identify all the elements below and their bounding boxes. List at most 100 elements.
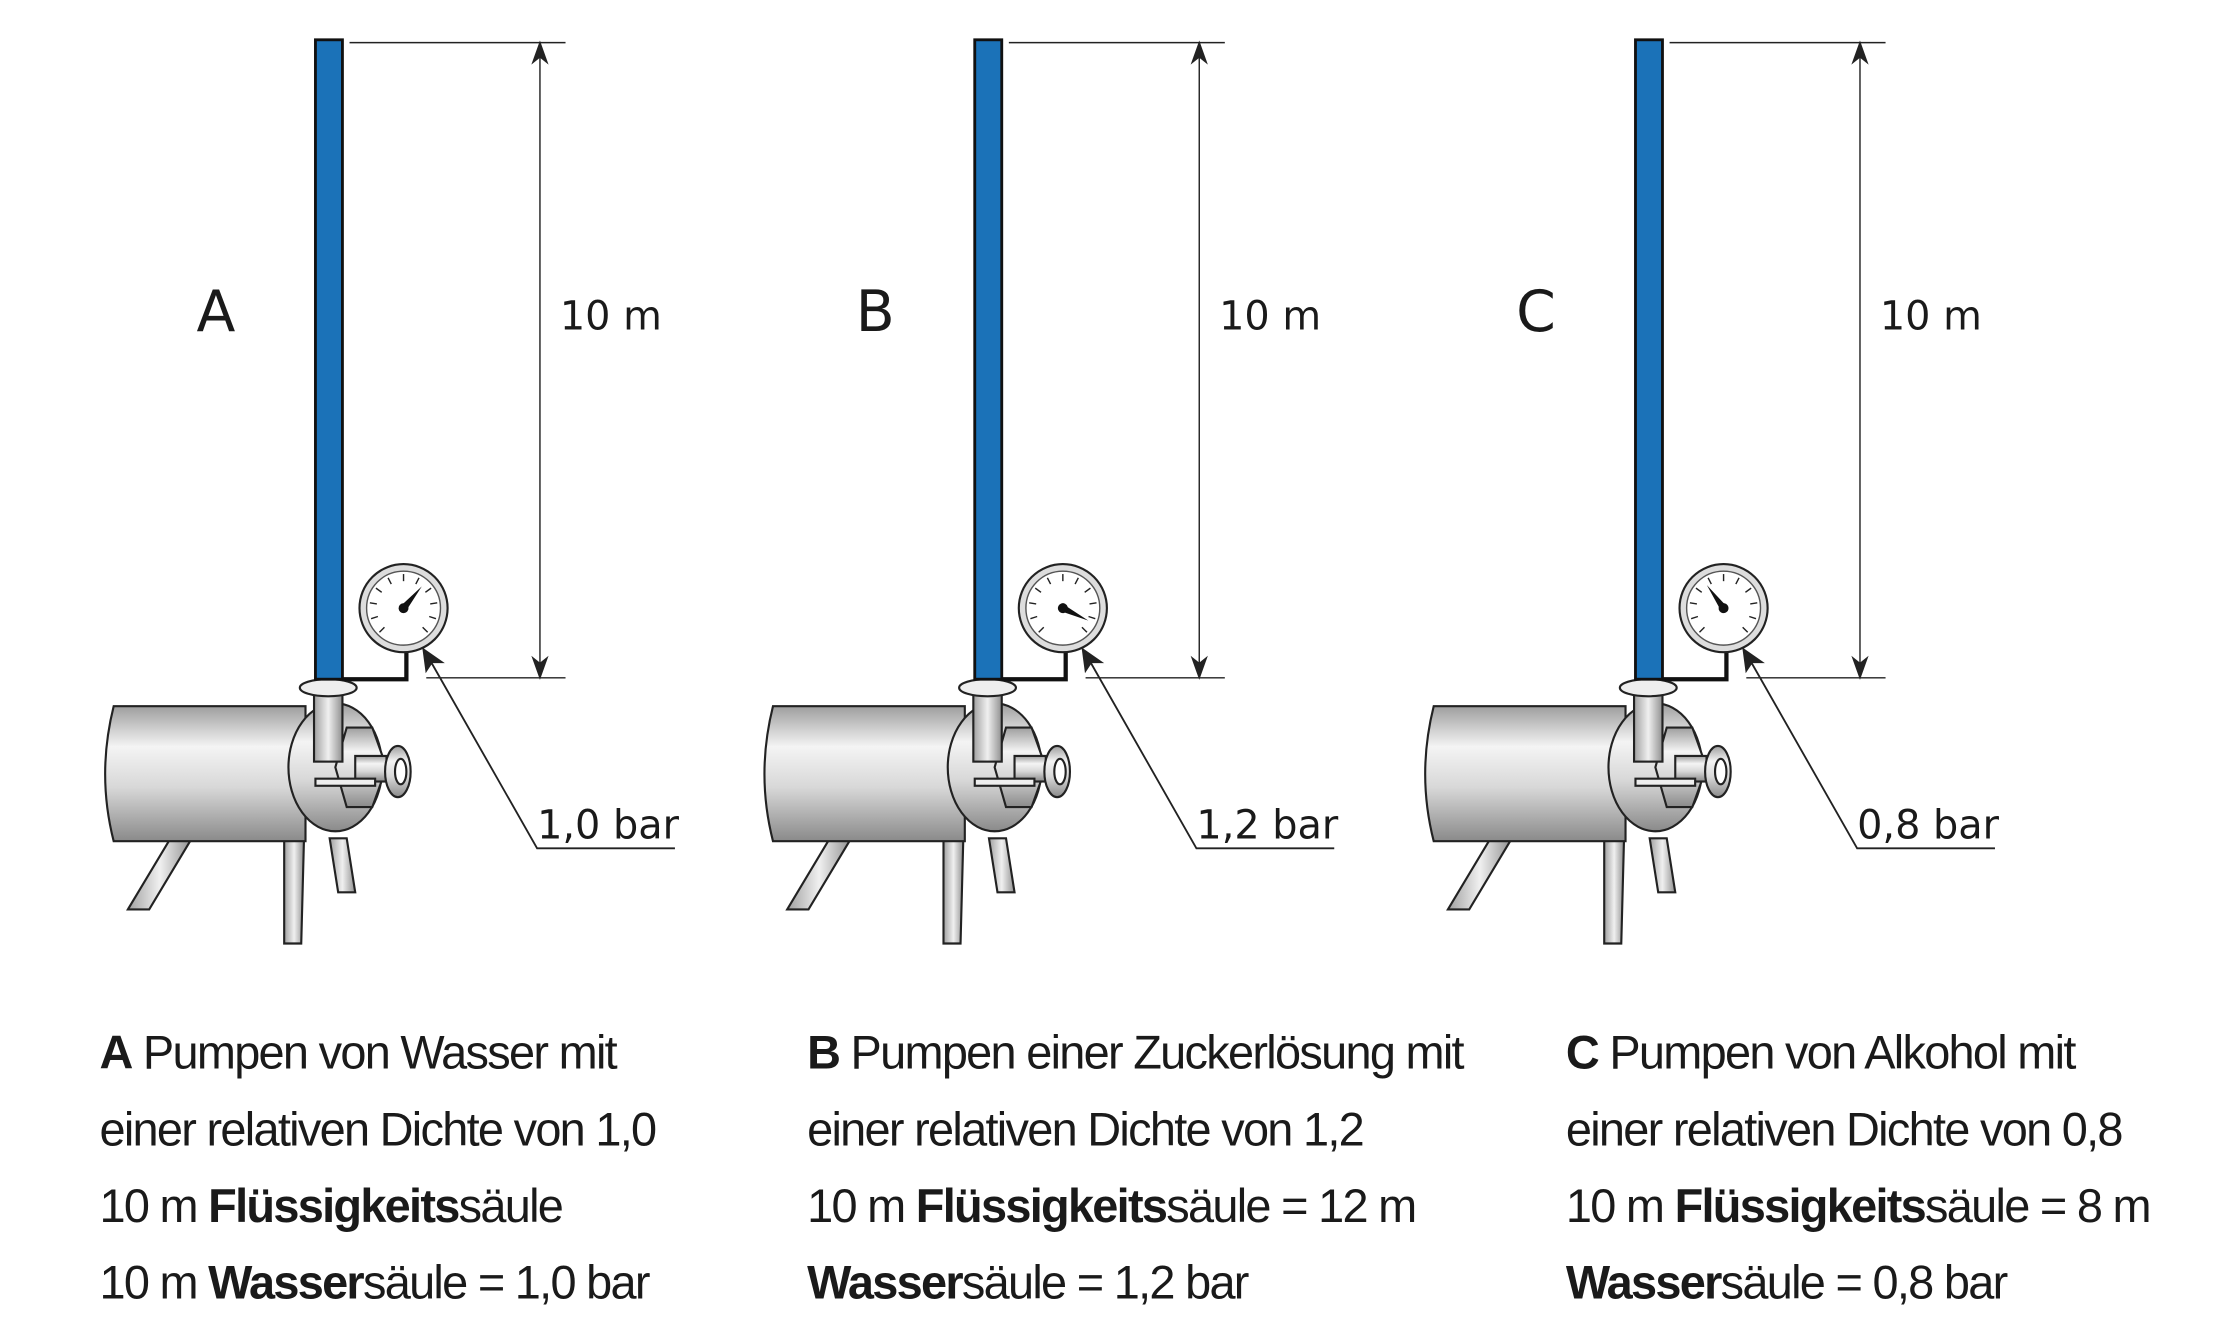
caption-segment: 10 m [1566,1180,1675,1232]
liquid-column-pipe [1634,38,1664,681]
caption-line: 10 m Wassersäule = 1,0 bar [99,1257,649,1309]
height-dimension [1669,40,1886,680]
caption-line: einer relativen Dichte von 0,8 [1566,1103,2123,1155]
pressure-label: 1,0 bar [537,802,679,848]
gauge-tick [1689,602,1698,605]
gauge-tick [369,602,377,605]
pressure-leader-line [1081,647,1335,850]
height-label: 10 m [560,294,662,340]
height-label: 10 m [1880,294,1982,340]
gauge-tick [424,587,432,593]
caption-segment: Pumpen von Alkohol mit [1598,1027,2076,1079]
caption-segment: säule = 1,2 bar [962,1257,1249,1309]
caption-line: Wassersäule = 0,8 bar [1566,1257,2008,1309]
arrow-up-icon [1851,40,1869,65]
gauge-needle [398,586,422,614]
height-dimension [349,40,566,680]
panel-letter: B [856,279,895,345]
gauge-tick [1088,615,1096,620]
caption-bold-segment: Flüssigkeits [208,1180,459,1232]
arrow-down-icon [1190,655,1208,680]
leader-arrow-icon [1742,647,1765,674]
panel-b: B 10 m 1,2 bar [763,38,1339,945]
caption-segment: säule [459,1180,563,1232]
height-dimension [1008,40,1225,680]
caption-bold-segment: Wasser [1566,1257,1722,1309]
captions: A Pumpen von Wasser mit einer relativen D… [99,1027,2151,1309]
caption-segment: einer relativen Dichte von 0,8 [1566,1103,2123,1155]
gauge-tick [1744,587,1752,593]
caption-segment: 10 m [99,1180,208,1232]
gauge-tick [1089,602,1097,605]
panel-letter: A [197,279,236,345]
caption-segment: einer relativen Dichte von 1,2 [807,1103,1363,1155]
caption-line: 10 m Flüssigkeitssäule [99,1180,562,1232]
pressure-gauge [1001,563,1108,682]
gauge-tick [1046,577,1052,585]
panel-c: C 10 m 0,8 bar [1424,38,2000,945]
gauge-tick [370,615,379,620]
pressure-label: 0,8 bar [1857,802,1999,848]
caption-segment: Pumpen einer Zuckerlösung mit [839,1027,1464,1079]
gauge-tick [1038,626,1045,633]
gauge-tick [1750,602,1758,605]
liquid-column-pipe [314,38,344,681]
caption-line: B Pumpen einer Zuckerlösung mit [807,1027,1464,1079]
arrow-up-icon [1190,40,1208,65]
caption-segment: einer relativen Dichte von 1,0 [99,1103,656,1155]
gauge-tick [428,615,437,620]
gauge-tick [430,602,438,605]
gauge-tick [387,577,392,585]
caption-segment: Pumpen von Wasser mit [132,1027,618,1079]
gauge-tick [1074,577,1079,585]
pressure-label: 1,2 bar [1196,802,1338,848]
caption-line: Wassersäule = 1,2 bar [807,1257,1249,1309]
caption-bold-segment: Wasser [208,1257,364,1309]
caption-line: einer relativen Dichte von 1,2 [807,1103,1363,1155]
caption-line: 10 m Flüssigkeitssäule = 12 m [807,1180,1415,1232]
caption-bold-segment: Flüssigkeits [916,1180,1167,1232]
caption-segment: 10 m [99,1257,208,1309]
gauge-needle [1706,585,1729,614]
gauge-tick [1034,587,1042,593]
caption-bold-segment: C [1566,1027,1599,1079]
gauge-tick [1081,626,1088,633]
caption-line: 10 m Flüssigkeitssäule = 8 m [1566,1180,2150,1232]
gauge-tick [375,587,383,593]
caption-line: A Pumpen von Wasser mit [99,1027,617,1079]
arrow-up-icon [531,40,549,65]
pressure-leader-line [1742,647,1995,850]
caption-bold-segment: Wasser [807,1257,963,1309]
pump-illustration [104,678,412,945]
gauge-tick [1742,626,1749,633]
liquid-column-pipe [973,38,1004,681]
gauge-tick [1690,615,1699,620]
gauge-needle [1057,603,1089,621]
arrow-down-icon [1851,655,1869,680]
pump-illustration [763,678,1072,945]
pressure-leader-line [422,647,675,850]
gauge-tick [378,626,385,633]
caption-line: C Pumpen von Alkohol mit [1566,1027,2077,1079]
caption-segment: säule = 12 m [1166,1180,1415,1232]
gauge-tick [1030,615,1038,620]
caption-segment: säule = 8 m [1925,1180,2150,1232]
height-label: 10 m [1219,294,1321,340]
pump-illustration [1424,678,1732,945]
gauge-tick [1749,615,1757,620]
gauge-tick [1695,587,1703,593]
panel-letter: C [1516,279,1556,345]
caption-bold-segment: Flüssigkeits [1675,1180,1926,1232]
caption-bold-segment: B [807,1027,839,1079]
caption-segment: säule = 1,0 bar [363,1257,650,1309]
caption-segment: säule = 0,8 bar [1721,1257,2008,1309]
pressure-gauge [342,563,449,682]
gauge-tick [422,626,429,633]
gauge-tick [1029,602,1037,605]
leader-arrow-icon [1081,647,1105,674]
panel-a: A 10 m 1,0 bar [104,38,680,945]
leader-arrow-icon [422,647,445,674]
gauge-tick [1698,626,1705,633]
gauge-tick [415,577,420,585]
